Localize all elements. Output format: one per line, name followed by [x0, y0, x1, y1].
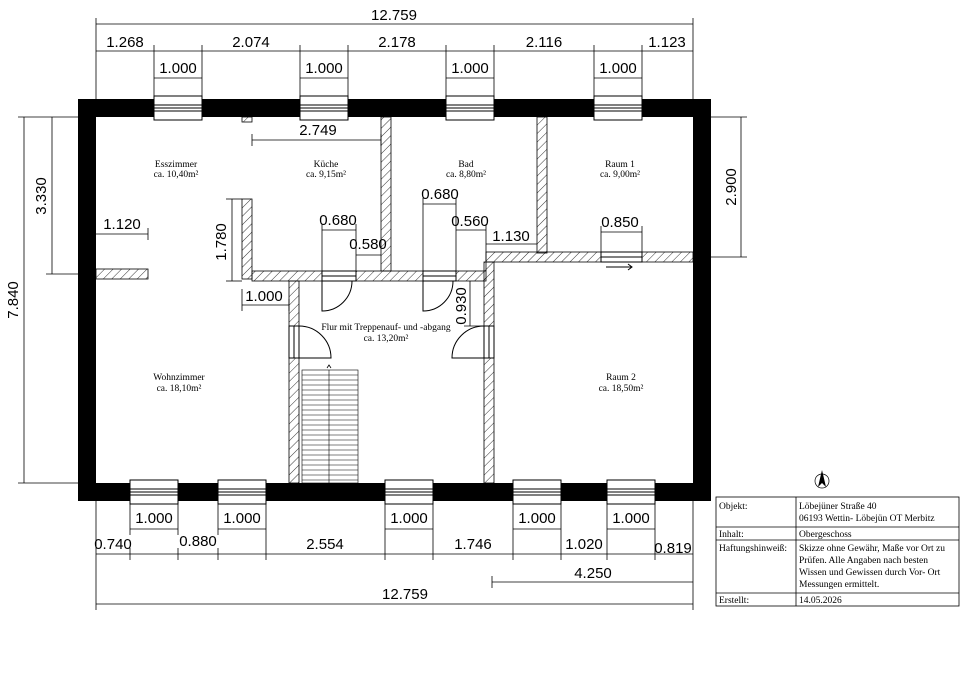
dim-top-seg: 2.074 — [232, 34, 270, 51]
dim-kitchen-gap: 0.580 — [349, 236, 387, 253]
dimension-labels: 12.759 1.268 2.074 2.178 2.116 1.123 1.0… — [5, 7, 740, 603]
dim-bottom-window: 1.000 — [612, 510, 650, 527]
dim-bottom-seg: 0.819 — [654, 540, 692, 557]
dim-bad-right: 1.130 — [492, 228, 530, 245]
title-block-content-label: Inhalt: — [719, 530, 744, 540]
dim-top-seg: 1.123 — [648, 34, 686, 51]
dim-flur-left: 1.000 — [245, 288, 283, 305]
dim-flur-right: 0.930 — [453, 287, 470, 325]
dim-kitchen-wall: 1.780 — [213, 223, 230, 261]
dim-top-total: 12.759 — [371, 7, 417, 24]
dim-door-kitchen: 0.680 — [319, 212, 357, 229]
dim-top-window: 1.000 — [159, 60, 197, 77]
dim-bottom-seg: 1.020 — [565, 536, 603, 553]
room-name: Küche — [314, 160, 339, 170]
room-name: Esszimmer — [155, 160, 198, 170]
dim-bottom-seg: 2.554 — [306, 536, 344, 553]
window — [129, 479, 179, 505]
room-area: ca. 9,00m² — [600, 170, 640, 180]
room-name: Raum 2 — [606, 373, 636, 383]
title-block-note-line: Skizze ohne Gewähr, Maße vor Ort zu — [799, 543, 945, 554]
room-name: Raum 1 — [605, 160, 635, 170]
title-block-created-label: Erstellt: — [719, 596, 749, 606]
dim-door-raum1: 0.850 — [601, 214, 639, 231]
interior-walls — [95, 116, 694, 484]
dim-top-window: 1.000 — [305, 60, 343, 77]
dim-bad-gap: 0.560 — [451, 213, 489, 230]
staircase — [301, 364, 359, 484]
title-block-note-line: Prüfen. Alle Angaben nach besten — [799, 555, 928, 566]
bottom-windows — [129, 479, 656, 505]
window — [606, 479, 656, 505]
window — [299, 95, 349, 121]
dim-top-window: 1.000 — [599, 60, 637, 77]
dim-esszimmer-wall: 1.120 — [103, 216, 141, 233]
window — [217, 479, 267, 505]
compass-icon — [814, 470, 830, 489]
dim-top-seg: 1.268 — [106, 34, 144, 51]
room-area: ca. 18,50m² — [599, 384, 644, 394]
dim-door-bad: 0.680 — [421, 186, 459, 203]
room-area: ca. 10,40m² — [154, 170, 199, 180]
dim-kitchen-width: 2.749 — [299, 122, 337, 139]
dim-bottom-window: 1.000 — [223, 510, 261, 527]
dim-top-seg: 2.116 — [526, 34, 562, 51]
dimension-lines — [18, 18, 747, 610]
dim-bottom-window: 1.000 — [135, 510, 173, 527]
title-block-note-line: Wissen und Gewissen durch Vor- Ort — [799, 568, 941, 578]
dim-top-window: 1.000 — [451, 60, 489, 77]
room-labels: Esszimmer ca. 10,40m² Küche ca. 9,15m² B… — [153, 160, 643, 394]
room-area: ca. 8,80m² — [446, 170, 486, 180]
title-block-content-value: Obergeschoss — [799, 530, 852, 540]
room-area: ca. 13,20m² — [364, 334, 409, 344]
dim-top-seg: 2.178 — [378, 34, 416, 51]
dim-bottom-seg: 0.880 — [179, 533, 217, 550]
doors — [288, 251, 643, 359]
window — [384, 479, 434, 505]
title-block-object-line2: 06193 Wettin- Löbejün OT Merbitz — [799, 514, 935, 524]
title-block-created-value: 14.05.2026 — [799, 596, 842, 606]
dim-bottom-window: 1.000 — [390, 510, 428, 527]
dim-left-upper: 3.330 — [33, 177, 50, 215]
room-area: ca. 18,10m² — [157, 384, 202, 394]
title-block: Objekt: Löbejüner Straße 40 06193 Wettin… — [715, 496, 960, 607]
window — [153, 95, 203, 121]
window — [593, 95, 643, 121]
dim-left-total: 7.840 — [5, 281, 22, 319]
room-name: Wohnzimmer — [153, 373, 205, 383]
title-block-object-line1: Löbejüner Straße 40 — [799, 501, 877, 512]
room-name: Flur mit Treppenauf- und -abgang — [321, 322, 451, 333]
dim-bottom-total: 12.759 — [382, 586, 428, 603]
dim-bottom-window: 1.000 — [518, 510, 556, 527]
title-block-note-line: Messungen ermittelt. — [799, 580, 879, 590]
title-block-note-label: Haftungshinweiß: — [719, 543, 787, 554]
dim-bottom-seg: 0.740 — [94, 536, 132, 553]
room-name: Bad — [458, 160, 474, 170]
dim-right-upper: 2.900 — [723, 168, 740, 206]
dim-bottom-seg: 1.746 — [454, 536, 492, 553]
window — [445, 95, 495, 121]
window — [512, 479, 562, 505]
dim-bottom-sub: 4.250 — [574, 565, 612, 582]
top-windows — [153, 95, 643, 121]
room-area: ca. 9,15m² — [306, 170, 346, 180]
title-block-object-label: Objekt: — [719, 502, 748, 512]
